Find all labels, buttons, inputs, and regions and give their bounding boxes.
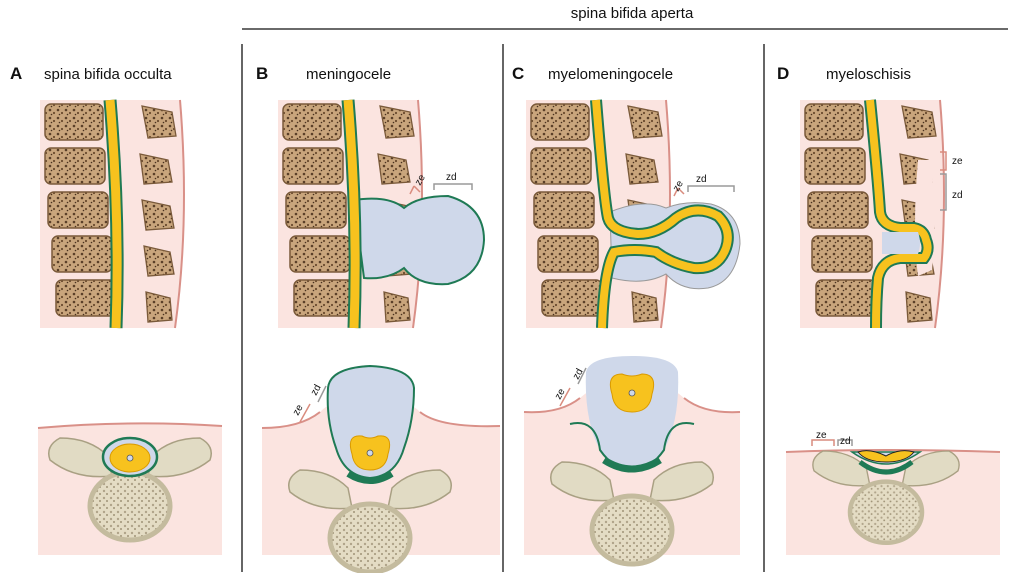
panel-c-axial-ze-label: ze xyxy=(553,387,568,402)
panel-d-ze-label: ze xyxy=(952,156,963,167)
panel-a-sagittal-illustration xyxy=(39,99,185,329)
panel-b-axial-illustration xyxy=(261,364,501,572)
panel-d-axial-ze-label: ze xyxy=(816,430,827,441)
panel-a-letter: A xyxy=(10,64,22,83)
panel-c-ze-label: ze xyxy=(671,178,686,193)
panel-d-axial-zd-label: zd xyxy=(840,436,851,447)
panel-c-axial-illustration xyxy=(523,356,741,564)
panel-c-zd-label: zd xyxy=(696,174,707,185)
panel-d-title: myeloschisis xyxy=(826,66,911,83)
panel-c-axial-zd-label: zd xyxy=(571,367,586,381)
panel-b-axial-zd-label: zd xyxy=(309,383,324,397)
panel-c-sagittal-illustration xyxy=(525,99,741,329)
panel-b-sagittal-illustration xyxy=(277,99,486,329)
panel-d-zd-label: zd xyxy=(952,190,963,201)
panel-b-letter: B xyxy=(256,64,268,83)
panel-b-zd-label: zd xyxy=(446,172,457,183)
panel-d-letter: D xyxy=(777,64,789,83)
panel-b-axial-ze-label: ze xyxy=(291,403,306,418)
panel-a-title: spina bifida occulta xyxy=(44,66,172,83)
panel-c-letter: C xyxy=(512,64,524,83)
panel-b-title: meningocele xyxy=(306,66,391,83)
panel-d-sagittal-illustration xyxy=(799,99,947,329)
header-title: spina bifida aperta xyxy=(571,5,694,22)
panel-d-axial-illustration xyxy=(785,439,1001,555)
panel-a-axial-illustration xyxy=(37,422,223,555)
panel-c-title: myelomeningocele xyxy=(548,66,673,83)
